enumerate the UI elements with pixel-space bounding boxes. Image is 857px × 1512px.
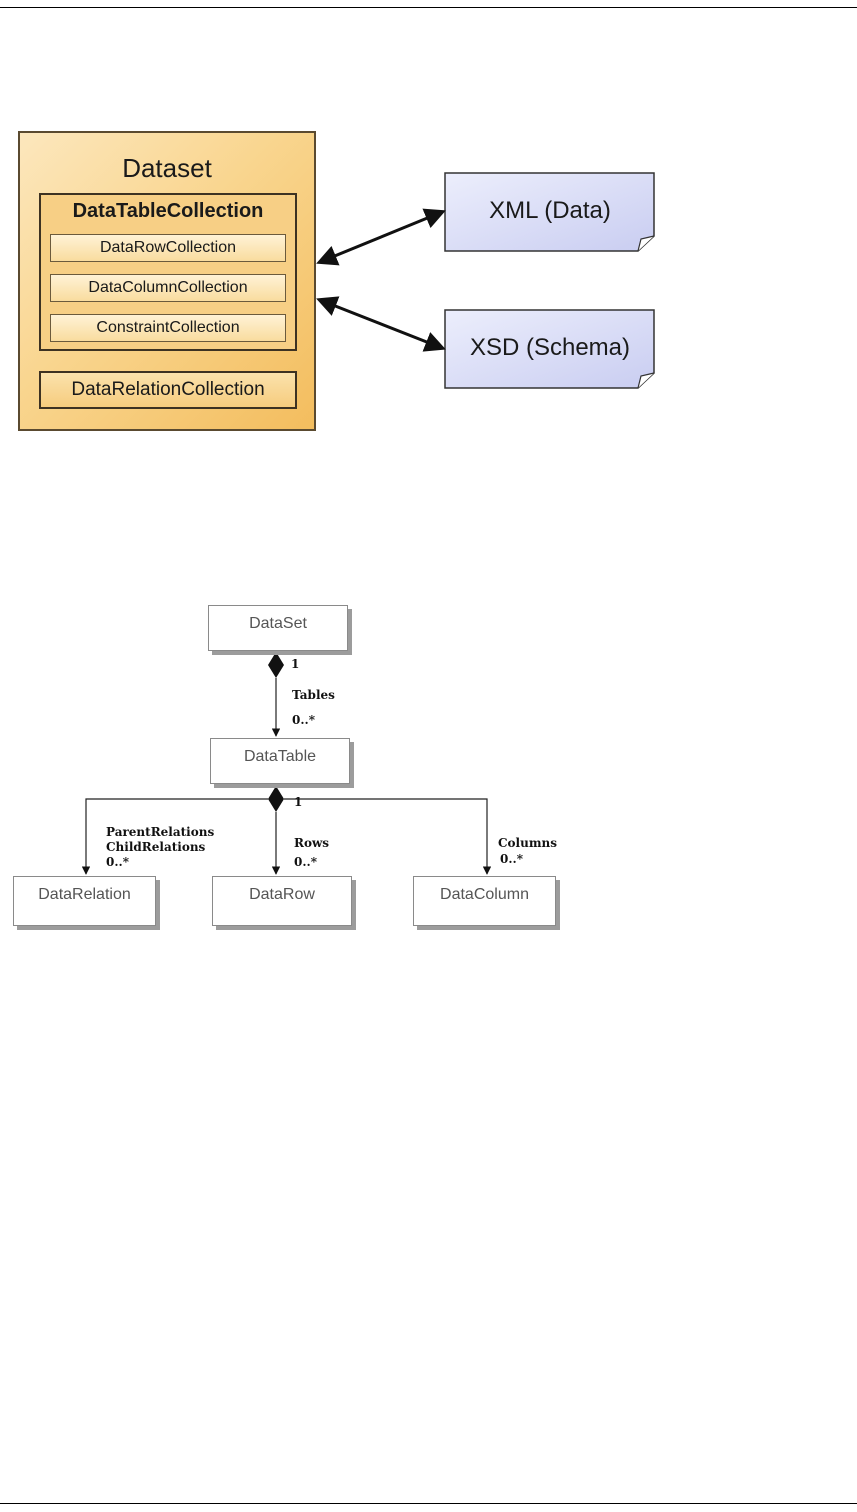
datacolumn-collection: DataColumnCollection (50, 274, 286, 302)
xml-data-label: XML (Data) (489, 197, 611, 224)
columns-multiplicity: 0..* (500, 852, 523, 866)
document-shape (444, 309, 655, 389)
class-datarow-label: DataRow (249, 886, 315, 903)
xsd-schema-label: XSD (Schema) (469, 334, 631, 361)
xml-arrow (316, 208, 446, 266)
top-rule (0, 7, 857, 8)
xsd-arrow (316, 296, 446, 352)
datatable-composition-diamond (268, 786, 284, 812)
class-datarow: DataRow (212, 876, 352, 926)
class-datacolumn: DataColumn (413, 876, 556, 926)
class-dataset-label: DataSet (249, 615, 307, 632)
class-datarelation-label: DataRelation (38, 886, 131, 903)
datatable-collection-box: DataTableCollection DataRowCollection Da… (39, 193, 297, 351)
dataset-class-diagram: DataSet DataTable DataRelation DataRow D… (0, 560, 857, 960)
datarelation-collection: DataRelationCollection (39, 371, 297, 409)
child-relations-label: ChildRelations (106, 840, 206, 854)
rows-multiplicity: 0..* (294, 855, 317, 869)
bottom-rule (0, 1503, 857, 1504)
constraint-collection: ConstraintCollection (50, 314, 286, 342)
columns-association-line (284, 798, 492, 875)
dataset-title: Dataset (122, 153, 212, 183)
columns-role-label: Columns (498, 836, 558, 850)
relations-association-line (81, 798, 268, 875)
class-datacolumn-label: DataColumn (440, 886, 529, 903)
dataset-container: Dataset DataTableCollection DataRowColle… (18, 131, 316, 431)
rows-role-label: Rows (294, 836, 330, 850)
datatable-collection-title: DataTableCollection (72, 200, 264, 222)
xml-data-document: XML (Data) (444, 172, 656, 252)
datatable-multiplicity: 1 (294, 795, 303, 809)
class-datarelation: DataRelation (13, 876, 156, 926)
xsd-schema-document: XSD (Schema) (444, 309, 656, 389)
class-dataset: DataSet (208, 605, 348, 651)
class-datatable: DataTable (210, 738, 350, 784)
tables-multiplicity-top: 1 (291, 657, 300, 671)
class-datatable-label: DataTable (243, 748, 317, 765)
tables-multiplicity-bottom: 0..* (292, 713, 315, 727)
tables-role-label: Tables (292, 688, 335, 702)
dataset-architecture-diagram: Dataset DataTableCollection DataRowColle… (0, 0, 857, 460)
dataset-document-arrows (316, 208, 446, 352)
relations-multiplicity: 0..* (106, 855, 129, 869)
dataset-composition-diamond (268, 652, 284, 678)
datarow-collection: DataRowCollection (50, 234, 286, 262)
uml-connectors (81, 652, 492, 875)
parent-relations-label: ParentRelations (106, 825, 215, 839)
